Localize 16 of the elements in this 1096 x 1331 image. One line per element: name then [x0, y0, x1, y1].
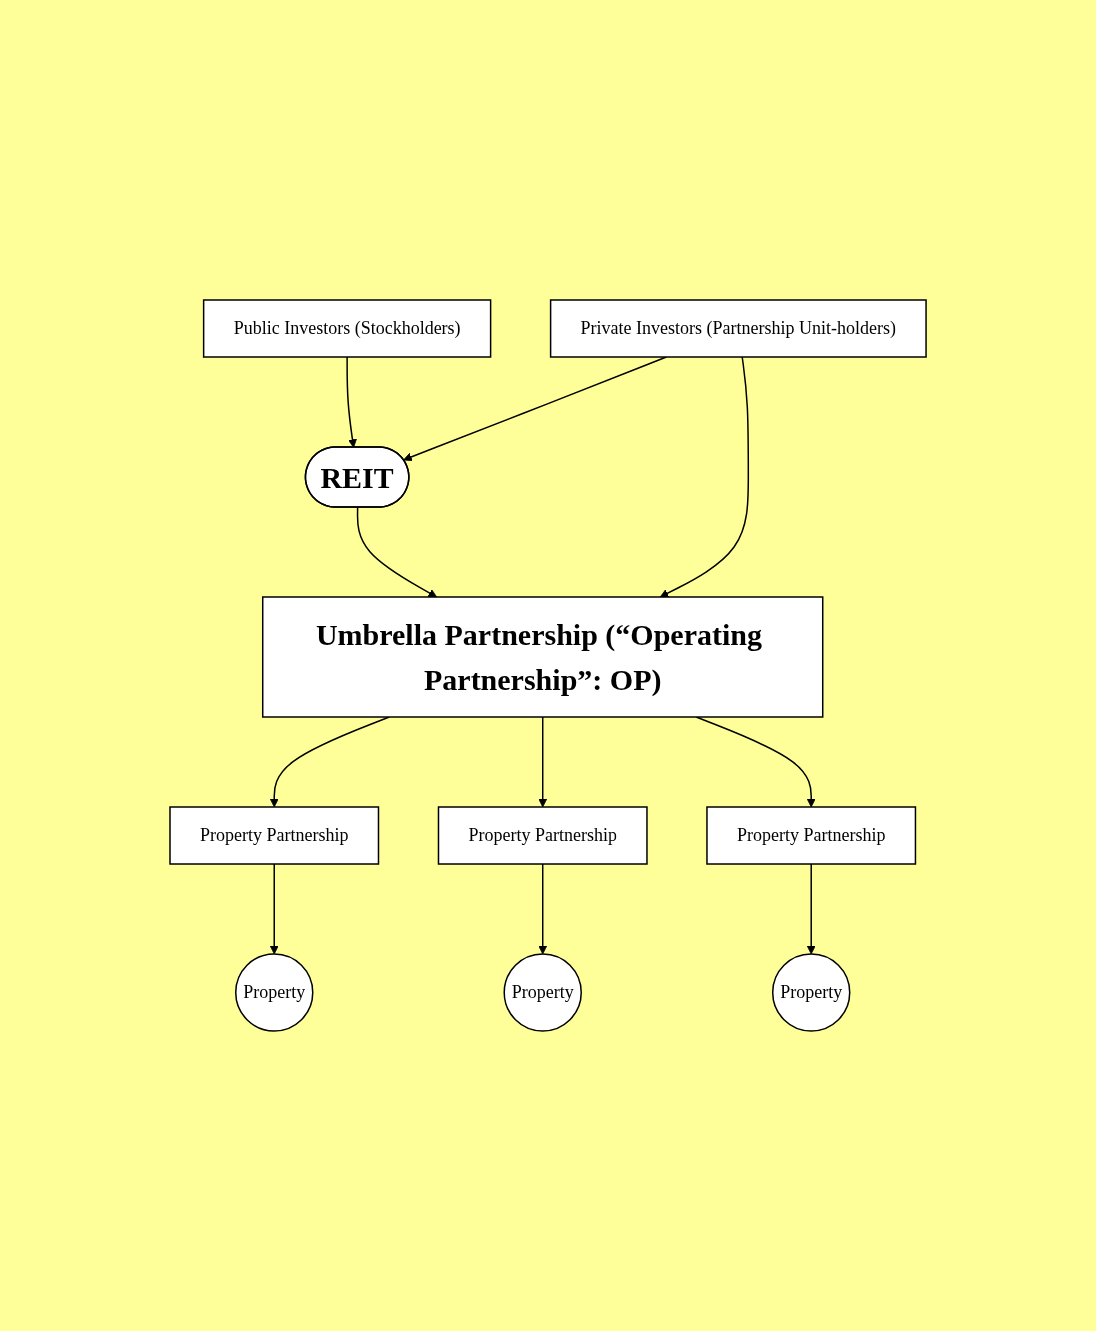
node-box: Public Investors (Stockholders): [202, 299, 492, 358]
node-circle: Property: [771, 953, 851, 1032]
node-box: Umbrella Partnership (“Operating Partnership”: OP): [261, 596, 824, 718]
node-box: Private Investors (Partnership Unit-holders): [549, 299, 927, 358]
node-circle: Property: [503, 953, 582, 1032]
arrow: [346, 356, 357, 448]
node-box: Property Partnership: [706, 806, 917, 865]
arrow: [659, 356, 750, 598]
node-box: Property Partnership: [437, 806, 648, 865]
arrow: [269, 863, 279, 955]
arrow: [356, 506, 438, 598]
arrow: [538, 863, 548, 955]
arrow: [806, 863, 816, 955]
arrow: [538, 716, 548, 808]
node-box: Property Partnership: [169, 806, 380, 865]
node-circle: Property: [234, 953, 314, 1032]
